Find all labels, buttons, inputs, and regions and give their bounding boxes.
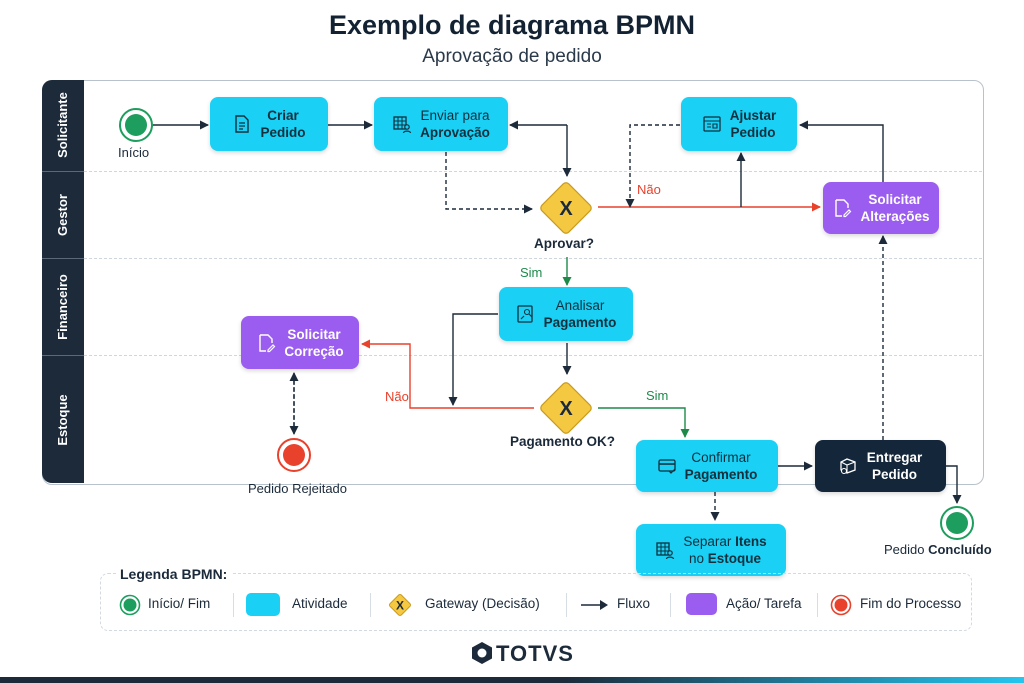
footer-bar	[0, 677, 1024, 683]
task-separar-itens[interactable]: Separar Itens no Estoque	[636, 524, 786, 576]
legend-gateway-label: Gateway (Decisão)	[425, 596, 540, 611]
task-correcao-line1: Solicitar	[287, 326, 341, 342]
gateway-aprovar-symbol: X	[559, 198, 573, 220]
end-event-rejected	[277, 438, 311, 472]
legend-divider	[566, 593, 567, 617]
document-icon	[235, 115, 250, 133]
gateway-aprovar: X	[540, 182, 592, 234]
legend-divider	[817, 593, 818, 617]
end-event-completed	[940, 506, 974, 540]
lane-separator	[42, 355, 84, 356]
page-subtitle: Aprovação de pedido	[422, 46, 602, 67]
flow-label-sim-aprovar: Sim	[520, 265, 543, 280]
gateway-aprovar-label: Aprovar?	[534, 236, 595, 251]
task-ajustar-line2: Pedido	[730, 125, 776, 140]
start-event-label: Início	[118, 145, 150, 160]
task-alteracoes-line2: Alterações	[860, 209, 930, 224]
legend-divider	[670, 593, 671, 617]
process-pool	[42, 80, 984, 485]
flow-label-sim-pagamento: Sim	[646, 388, 669, 403]
legend-end-label: Fim do Processo	[860, 596, 962, 611]
package-delivery-icon	[840, 458, 856, 475]
legend-activity-label: Atividade	[292, 596, 348, 611]
task-analisar-line1: Analisar	[555, 298, 605, 313]
lane-divider	[84, 355, 982, 356]
task-separar-line1: Separar Itens	[683, 534, 767, 549]
edit-document-icon	[259, 333, 276, 352]
task-alteracoes-line1: Solicitar	[868, 192, 922, 207]
credit-card-icon	[657, 459, 676, 474]
gateway-pagamento: X	[540, 382, 592, 434]
flow-label-nao-pagamento: Não	[385, 389, 409, 404]
page-title: Exemplo de diagrama BPMN	[328, 10, 696, 40]
legend-divider	[370, 593, 371, 617]
legend-gateway-icon: X	[389, 594, 411, 616]
end-event-rejected-label: Pedido Rejeitado	[248, 481, 348, 496]
gateway-pagamento-symbol: X	[559, 398, 573, 420]
legend-divider	[233, 593, 234, 617]
form-icon	[703, 116, 721, 132]
lane-divider	[84, 258, 982, 259]
start-event	[119, 108, 153, 142]
lane-divider	[84, 171, 982, 172]
task-criar-line1: Criar	[267, 108, 299, 123]
table-user-icon	[393, 116, 412, 134]
table-user-icon	[656, 542, 675, 560]
legend-start-end-icon	[119, 594, 141, 616]
brand-logo-text: TOTVS	[496, 641, 574, 666]
analysis-icon	[516, 305, 533, 323]
lane-header-bar	[42, 80, 84, 483]
legend-end-icon	[830, 594, 852, 616]
legend-action-swatch	[686, 593, 717, 615]
legend-flow-label: Fluxo	[617, 596, 651, 611]
task-confirmar-line1: Confirmar	[691, 450, 751, 465]
lane-separator	[42, 171, 84, 172]
task-ajustar-line1: Ajustar	[729, 108, 777, 123]
legend-action-label: Ação/ Tarefa	[726, 596, 802, 611]
task-entregar-line1: Entregar	[866, 450, 923, 465]
gateway-pagamento-label: Pagamento OK?	[510, 434, 616, 449]
task-correcao-line2: Correção	[284, 343, 344, 359]
task-entregar-line2: Pedido	[871, 467, 917, 482]
lane-separator	[42, 258, 84, 259]
legend-activity-swatch	[246, 593, 280, 616]
legend-title: Legenda BPMN:	[116, 566, 232, 582]
legend-panel	[100, 573, 972, 631]
legend-start-end-label: Início/ Fim	[148, 596, 211, 611]
legend-flow-arrow-icon	[581, 600, 608, 610]
task-separar-line2: no Estoque	[688, 551, 762, 566]
task-enviar-line1: Enviar para	[420, 108, 490, 123]
task-enviar-line2: Aprovação	[420, 125, 490, 140]
legend-gateway-symbol: X	[396, 599, 404, 613]
task-confirmar-line2: Pagamento	[684, 467, 758, 482]
totvs-logo-icon	[472, 642, 492, 664]
task-criar-line2: Pedido	[260, 125, 306, 140]
flow-label-nao-aprovar: Não	[637, 182, 661, 197]
end-event-completed-label: Pedido Concluído	[884, 542, 992, 557]
task-analisar-line2: Pagamento	[543, 315, 617, 330]
edit-document-icon	[835, 199, 852, 218]
